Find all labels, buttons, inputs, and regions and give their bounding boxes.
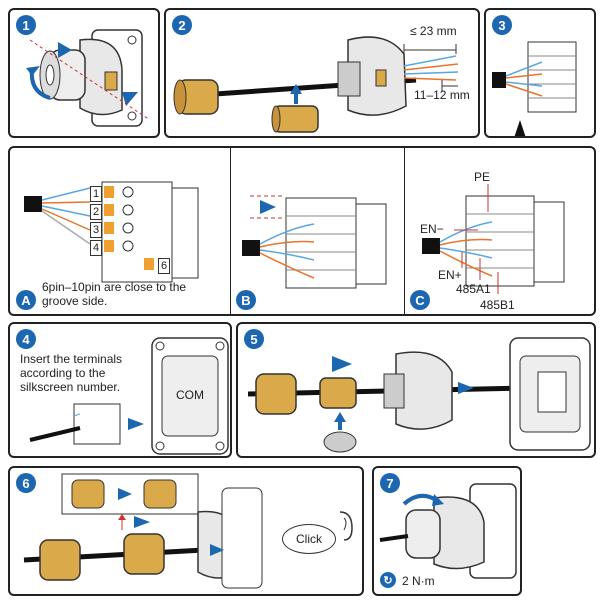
485a1-label: 485A1 xyxy=(456,282,491,296)
strip-length-label: ≤ 23 mm xyxy=(410,24,457,38)
step-6-illustration xyxy=(23,473,353,589)
pin-label-1: 1 xyxy=(90,186,103,202)
485b1-label: 485B1 xyxy=(480,298,515,312)
click-callout: Click xyxy=(282,524,336,554)
sub-panel-c-divider xyxy=(404,148,405,314)
en-plus-label: EN+ xyxy=(438,268,462,282)
step-5-panel: 5 xyxy=(236,322,596,458)
step-7-panel: 7 ↻ 2 N·m xyxy=(372,466,522,596)
pe-label: PE xyxy=(474,170,491,184)
pin-label-2: 2 xyxy=(90,204,103,220)
pin-label-6: 6 xyxy=(158,258,171,274)
step-5-badge: 5 xyxy=(244,329,264,349)
sub-panel-a-illustration xyxy=(24,181,199,283)
sub-panel-a-note: 6pin–10pin are close to the groove side. xyxy=(42,280,187,308)
step-5-illustration xyxy=(247,337,591,453)
step-4-panel: 4 Insert the terminals according to the … xyxy=(8,322,232,458)
step-2-badge: 2 xyxy=(172,15,192,35)
step-4-instruction: Insert the terminals according to the si… xyxy=(20,352,123,394)
torque-value: 2 N·m xyxy=(402,574,435,588)
sub-panel-a-badge: A xyxy=(16,290,36,310)
step-3-badge: 3 xyxy=(492,15,512,35)
en-minus-label: EN− xyxy=(420,222,444,236)
sub-panel-b-illustration xyxy=(242,195,387,289)
pin-label-3: 3 xyxy=(90,222,103,238)
step-3-illustration xyxy=(492,41,577,136)
step-1-illustration xyxy=(26,29,151,127)
sub-panel-b-badge: B xyxy=(236,290,256,310)
sub-panel-c-badge: C xyxy=(410,290,430,310)
com-module-label: COM xyxy=(176,388,204,402)
pin-label-4: 4 xyxy=(90,240,103,256)
terminal-detail-panel: 1 2 3 4 6 A 6pin–10pin are close to the … xyxy=(8,146,596,316)
step-1-badge: 1 xyxy=(16,15,36,35)
step-4-badge: 4 xyxy=(16,329,36,349)
step-7-badge: 7 xyxy=(380,473,400,493)
step-6-panel: 6 Click xyxy=(8,466,364,596)
torque-icon: ↻ xyxy=(380,572,396,588)
step-1-panel: 1 xyxy=(8,8,160,138)
step-2-panel: 2 ≤ 23 mm 11–12 mm xyxy=(164,8,480,138)
step-4-illustration xyxy=(29,337,229,455)
step-6-badge: 6 xyxy=(16,473,36,493)
step-7-illustration xyxy=(379,483,517,579)
click-callout-text: Click xyxy=(296,532,322,546)
sub-panel-c-illustration xyxy=(422,184,565,294)
sub-panel-b-divider xyxy=(230,148,231,314)
step-3-panel: 3 xyxy=(484,8,596,138)
insulation-length-label: 11–12 mm xyxy=(414,88,470,102)
step-2-illustration xyxy=(173,36,459,133)
